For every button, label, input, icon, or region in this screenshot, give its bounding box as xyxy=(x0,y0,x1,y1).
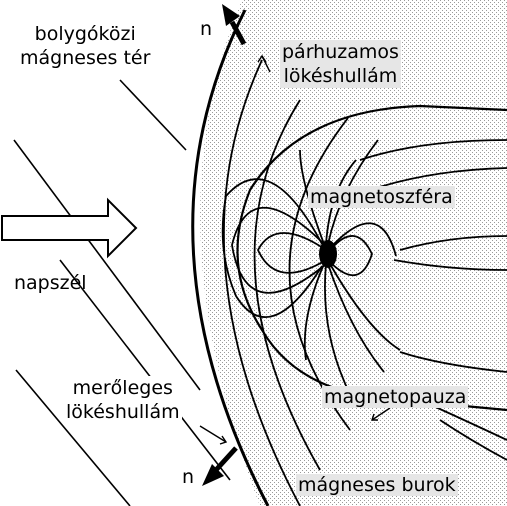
label-magnetosphere: magnetoszféra xyxy=(308,186,455,208)
label-interplanetary-field-line2: mágneses tér xyxy=(20,46,150,70)
label-normal-bottom: n xyxy=(182,466,194,488)
normal-arrow-bottom-icon xyxy=(202,448,236,486)
perpendicular-shock-pointer xyxy=(200,426,226,444)
label-magnetosheath: mágneses burok xyxy=(296,474,458,496)
label-parallel-shock-line1: párhuzamos xyxy=(282,40,399,64)
label-normal-top: n xyxy=(200,18,212,40)
label-interplanetary-field-line1: bolygóközi xyxy=(20,22,150,46)
label-magnetopause: magnetopauza xyxy=(322,386,468,408)
label-parallel-shock-line2: lökéshullám xyxy=(282,64,399,88)
label-perpendicular-shock-line2: lökéshullám xyxy=(66,400,180,424)
earth-icon xyxy=(319,240,337,268)
solar-wind-arrow-icon xyxy=(2,200,136,256)
label-perpendicular-shock-line1: merőleges xyxy=(66,376,180,400)
imf-line-2 xyxy=(14,140,200,390)
imf-line-1 xyxy=(120,80,186,150)
label-perpendicular-shock: merőleges lökéshullám xyxy=(64,376,182,424)
label-solar-wind: napszél xyxy=(14,272,87,294)
label-interplanetary-field: bolygóközi mágneses tér xyxy=(20,22,150,70)
label-parallel-shock: párhuzamos lökéshullám xyxy=(280,40,401,88)
